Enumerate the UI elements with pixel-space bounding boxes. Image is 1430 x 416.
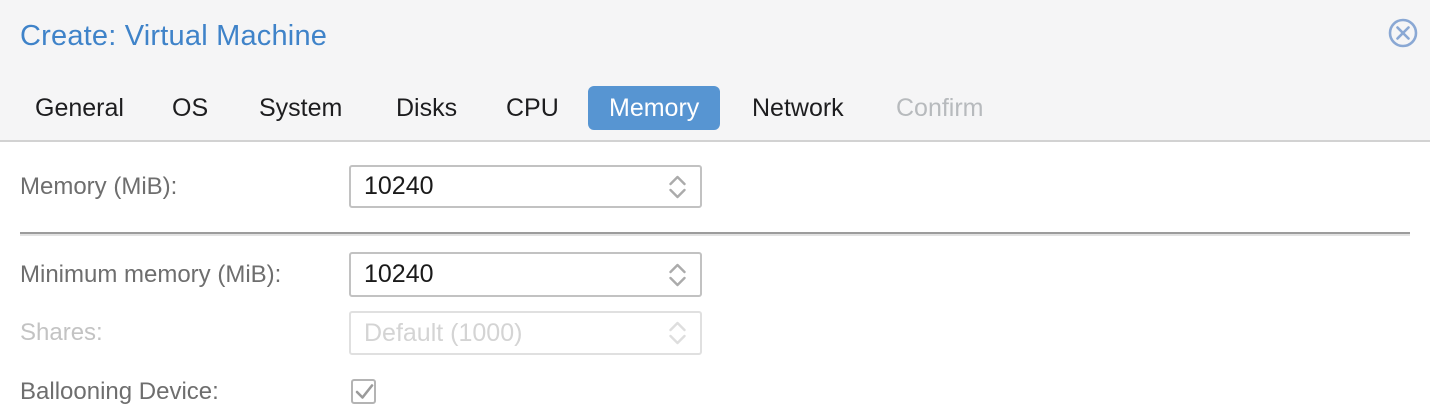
section-separator xyxy=(20,232,1410,234)
ballooning-label: Ballooning Device: xyxy=(20,378,219,405)
tab-memory[interactable]: Memory xyxy=(588,86,721,130)
min-memory-label: Minimum memory (MiB): xyxy=(20,261,282,288)
spinner-up-icon[interactable] xyxy=(669,263,686,273)
shares-input xyxy=(351,313,700,353)
spinner-down-icon[interactable] xyxy=(669,276,686,286)
shares-spinner-buttons xyxy=(669,321,686,345)
min-memory-spinner xyxy=(349,252,702,297)
tab-disks[interactable]: Disks xyxy=(396,94,458,122)
memory-label: Memory (MiB): xyxy=(20,173,178,200)
spinner-up-icon[interactable] xyxy=(669,175,686,185)
tab-system[interactable]: System xyxy=(259,94,343,122)
close-icon[interactable] xyxy=(1387,17,1419,49)
spinner-up-icon xyxy=(669,321,686,332)
tab-general[interactable]: General xyxy=(35,94,124,122)
tab-confirm[interactable]: Confirm xyxy=(896,94,984,122)
tab-os[interactable]: OS xyxy=(172,94,209,122)
memory-spinner xyxy=(349,165,702,208)
tab-cpu[interactable]: CPU xyxy=(506,94,559,122)
spinner-down-icon[interactable] xyxy=(669,188,686,198)
shares-label: Shares: xyxy=(20,319,103,346)
wizard-tab-bar: General OS System Disks CPU Memory Netwo… xyxy=(0,86,1430,130)
ballooning-checkbox[interactable] xyxy=(351,379,376,404)
tab-network[interactable]: Network xyxy=(752,94,844,122)
dialog-header: Create: Virtual Machine General OS Syste… xyxy=(0,0,1430,142)
shares-spinner xyxy=(349,311,702,355)
spinner-down-icon xyxy=(669,334,686,345)
memory-spinner-buttons xyxy=(669,175,686,198)
min-memory-input[interactable] xyxy=(351,254,700,295)
min-memory-spinner-buttons xyxy=(669,263,686,286)
memory-input[interactable] xyxy=(351,167,700,206)
dialog-title: Create: Virtual Machine xyxy=(20,20,328,52)
